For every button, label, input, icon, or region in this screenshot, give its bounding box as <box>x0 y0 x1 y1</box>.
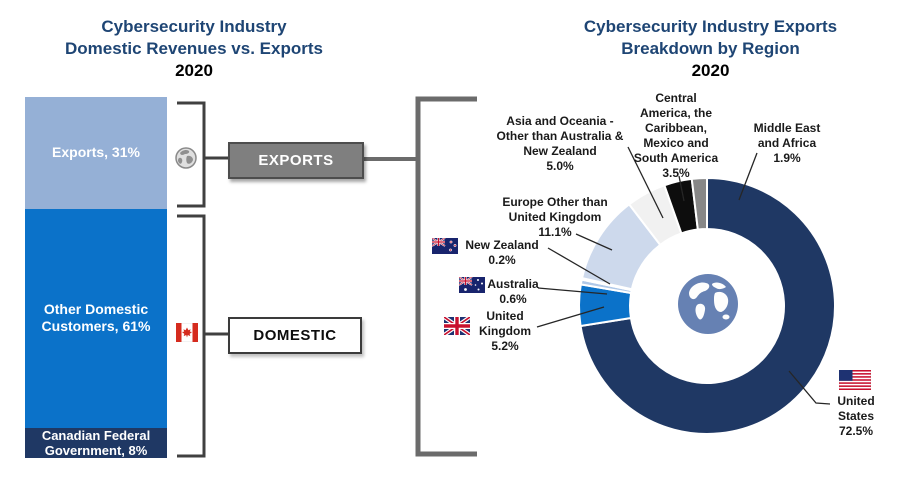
left-chart-title-text: Cybersecurity Industry Domestic Revenues… <box>65 17 323 58</box>
donut-callout-asia-oceania: Asia and Oceania - Other than Australia … <box>496 114 624 173</box>
leader-united-kingdom <box>536 306 605 328</box>
right-chart-title-text: Cybersecurity Industry Exports Breakdown… <box>583 17 838 58</box>
left-chart-title: Cybersecurity Industry Domestic Revenues… <box>24 16 364 82</box>
new-zealand-flag-icon <box>432 238 458 254</box>
united-states-flag-icon <box>839 370 871 390</box>
globe-icon <box>175 147 197 169</box>
donut-callout-united-kingdom: United Kingdom 5.2% <box>479 309 531 353</box>
leader-middle-east-africa <box>738 152 758 201</box>
donut-callout-new-zealand: New Zealand 0.2% <box>465 238 539 267</box>
exports-bracket <box>177 101 206 208</box>
leader-lines <box>536 146 831 405</box>
bar-segment-label: Canadian Federal Government, 8% <box>41 428 151 458</box>
canada-flag-icon <box>176 323 198 342</box>
donut-callout-europe-other: Europe Other than United Kingdom 11.1% <box>502 195 608 239</box>
stacked-bar-chart: Exports, 31% Other Domestic Customers, 61… <box>25 97 167 458</box>
domestic-bracket <box>177 214 206 458</box>
donut-bracket <box>415 96 477 457</box>
leader-united-states <box>788 370 831 405</box>
donut-chart <box>578 176 836 435</box>
donut-callout-central-america: Central America, the Caribbean, Mexico a… <box>633 91 719 180</box>
bar-segment-canadian-federal-government: Canadian Federal Government, 8% <box>25 428 167 458</box>
exports-tag-box: EXPORTS <box>228 142 364 179</box>
leader-europe-other <box>575 233 613 251</box>
bar-segment-label: Exports, 31% <box>52 144 140 161</box>
leader-australia <box>537 287 608 295</box>
leader-central-america <box>678 175 685 202</box>
australia-flag-icon <box>459 277 485 293</box>
right-chart-year: 2020 <box>691 61 730 80</box>
left-chart-year: 2020 <box>175 61 213 80</box>
bar-segment-other-domestic-customers: Other Domestic Customers, 61% <box>25 208 167 428</box>
right-chart-title: Cybersecurity Industry Exports Breakdown… <box>538 16 883 82</box>
bar-segment-exports: Exports, 31% <box>25 97 167 209</box>
globe-icon <box>678 274 738 334</box>
leader-asia-oceania <box>627 146 664 219</box>
bar-segment-label: Other Domestic Customers, 61% <box>41 301 151 335</box>
donut-segment-middle-east-and-africa <box>690 176 708 231</box>
donut-callout-middle-east-africa: Middle East and Africa 1.9% <box>753 121 821 165</box>
domestic-tag-box: DOMESTIC <box>228 317 362 354</box>
donut-callout-australia: Australia 0.6% <box>487 277 539 306</box>
donut-segment-united-states <box>579 176 836 435</box>
leader-new-zealand <box>547 247 611 285</box>
donut-callout-united-states: United States 72.5% <box>837 394 875 438</box>
united-kingdom-flag-icon <box>444 317 470 335</box>
